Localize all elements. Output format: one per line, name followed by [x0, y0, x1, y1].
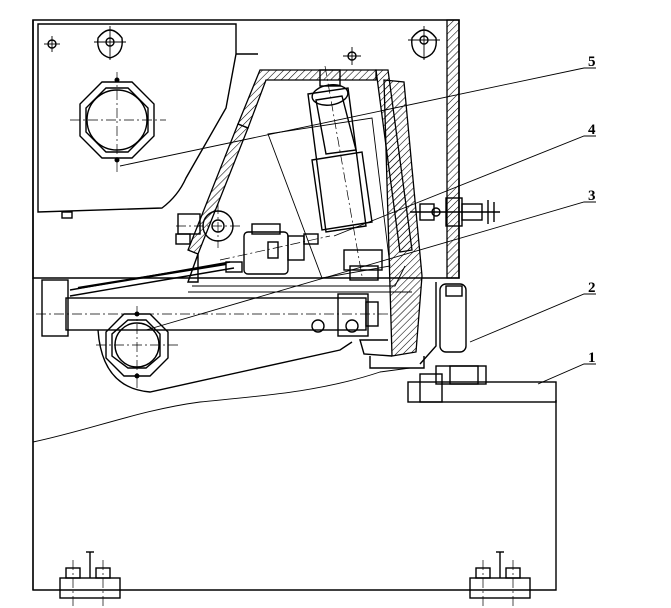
hole-boss-right-icon	[408, 26, 440, 60]
leader-line-3	[145, 201, 596, 331]
housing-holes	[44, 26, 440, 65]
support-foot-left	[59, 551, 121, 606]
callout-3: 3	[588, 188, 596, 204]
drive-motor	[219, 223, 331, 275]
lower-blade-holder	[407, 282, 557, 403]
pulley-assembly	[175, 204, 240, 248]
leader-line-1	[537, 363, 596, 385]
right-column	[446, 19, 460, 279]
support-foot-right	[469, 551, 531, 606]
upper-blade	[359, 79, 425, 369]
connecting-rod	[69, 261, 235, 297]
leader-line-2	[469, 293, 596, 343]
adjusting-screw	[410, 197, 500, 227]
machine-frame	[32, 19, 557, 591]
callout-4: 4	[588, 122, 596, 138]
hole-boss-left-icon	[94, 26, 126, 60]
guide-rail	[36, 279, 390, 337]
leader-line-4	[333, 135, 596, 237]
hydraulic-cylinder	[267, 65, 391, 281]
hole-left-top-icon	[44, 36, 60, 52]
callouts: 5 4 3 2 1	[588, 54, 596, 366]
hole-middle-icon	[343, 47, 361, 65]
leader-line-5	[119, 67, 596, 167]
callout-2: 2	[588, 280, 596, 296]
upper-bearing	[70, 72, 166, 172]
blade-holder	[187, 69, 413, 293]
callout-5: 5	[588, 54, 596, 70]
upper-housing	[37, 23, 258, 219]
callout-1: 1	[588, 350, 596, 366]
lower-bearing	[96, 306, 353, 393]
leader-lines	[119, 67, 596, 385]
